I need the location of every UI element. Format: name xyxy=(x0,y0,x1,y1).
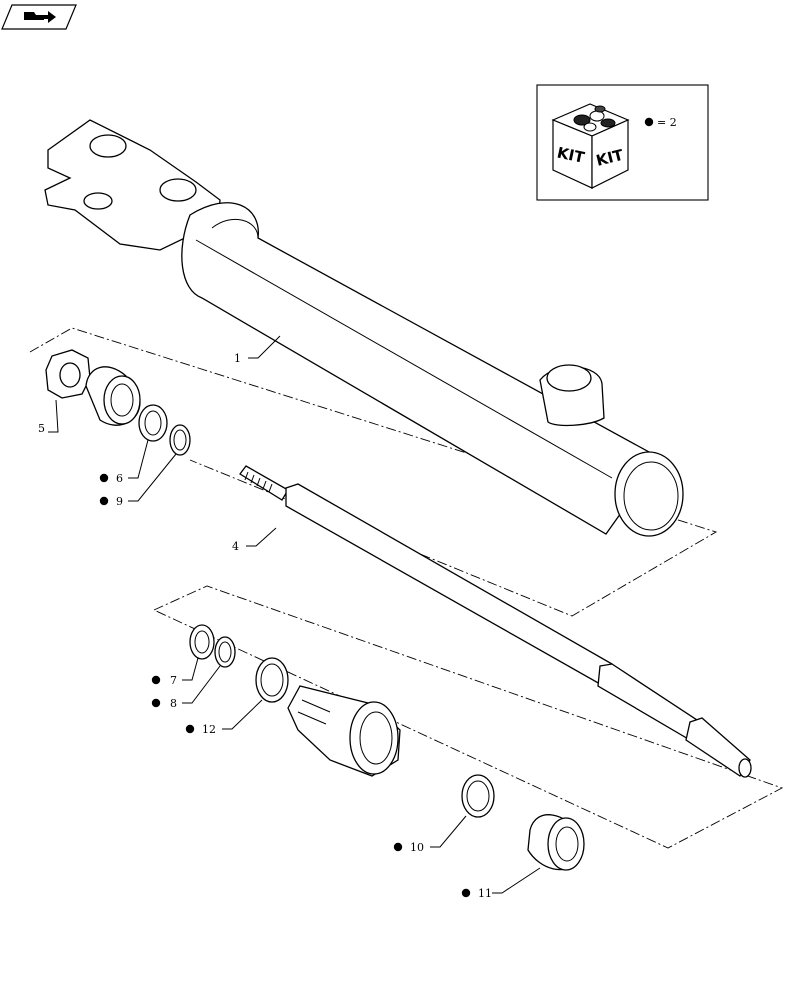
kit-bullet-7 xyxy=(151,675,161,685)
ring-part-12 xyxy=(255,657,289,703)
assembly-line-lower xyxy=(153,585,784,849)
callout-12: 12 xyxy=(202,723,216,736)
kit-box-icon xyxy=(551,103,630,189)
leader-1 xyxy=(248,335,281,359)
piston-rod-part xyxy=(239,465,752,778)
leader-12 xyxy=(222,699,263,730)
kit-legend-text: = 2 xyxy=(657,116,677,129)
callout-4: 4 xyxy=(232,540,239,553)
callout-5: 5 xyxy=(38,422,45,435)
kit-label-left: KIT xyxy=(555,143,586,166)
callout-6: 6 xyxy=(116,472,123,485)
nut-part xyxy=(45,349,91,399)
kit-bullet-12 xyxy=(185,724,195,734)
callout-1: 1 xyxy=(234,352,241,365)
leader-9 xyxy=(128,453,177,502)
leader-8 xyxy=(182,665,221,704)
kit-legend-box: KIT KIT = 2 xyxy=(536,84,709,201)
o-ring-part-8 xyxy=(214,636,236,668)
kit-bullet-icon xyxy=(644,117,654,127)
piston-part xyxy=(85,366,141,426)
leader-4 xyxy=(246,527,277,547)
callout-11: 11 xyxy=(478,887,492,900)
callout-9: 9 xyxy=(116,495,123,508)
kit-bullet-8 xyxy=(151,698,161,708)
leader-6 xyxy=(128,439,149,479)
gland-part xyxy=(287,685,401,777)
leader-5 xyxy=(48,399,59,433)
kit-bullet-11 xyxy=(461,888,471,898)
kit-bullet-9 xyxy=(99,496,109,506)
ring-part-6 xyxy=(138,404,168,442)
leader-10 xyxy=(430,815,467,848)
leader-7 xyxy=(182,657,199,681)
snap-ring-part-9 xyxy=(169,424,191,456)
callout-7: 7 xyxy=(170,674,177,687)
leader-11 xyxy=(492,867,541,894)
snap-ring-part-7 xyxy=(189,624,215,660)
kit-bullet-10 xyxy=(393,842,403,852)
ring-part-10 xyxy=(461,774,495,818)
cylinder-barrel-part xyxy=(44,119,684,537)
callout-8: 8 xyxy=(170,697,177,710)
assembly-line-upper xyxy=(29,327,718,617)
kit-bullet-6 xyxy=(99,473,109,483)
callout-10: 10 xyxy=(410,841,424,854)
wiper-part-11 xyxy=(527,814,585,871)
book-arrow-icon[interactable] xyxy=(1,4,77,30)
